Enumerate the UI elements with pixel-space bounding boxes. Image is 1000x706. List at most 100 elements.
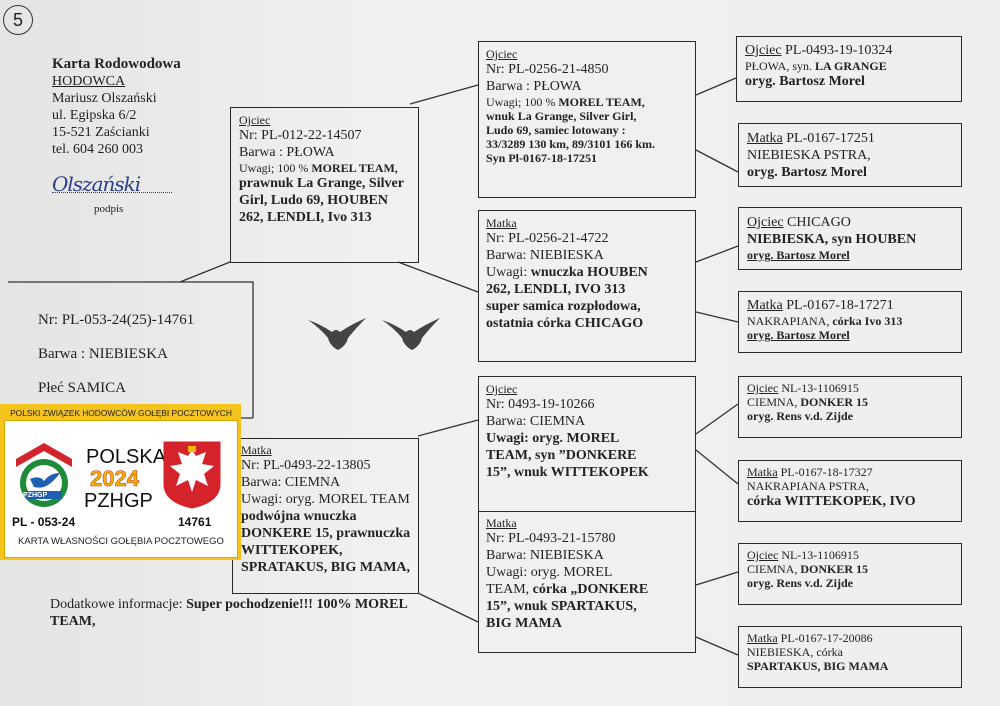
pgm-notes: Uwagi: wnuczka HOUBEN bbox=[486, 265, 648, 280]
sticker-year: 2024 bbox=[90, 466, 140, 492]
ggp-box-1: Ojciec PL-0493-19-10324 PŁOWA, syn. LA G… bbox=[736, 36, 962, 102]
ggp-3-line2: oryg. Bartosz Morel bbox=[747, 248, 850, 262]
pgf-color: Barwa : PŁOWA bbox=[486, 79, 582, 94]
breeder-city: 15-521 Zaścianki bbox=[52, 125, 150, 140]
father-ring: Nr: PL-012-22-14507 bbox=[239, 128, 362, 143]
father-color: Barwa : PŁOWA bbox=[239, 145, 335, 160]
bird-sex: Płeć SAMICA bbox=[38, 380, 126, 396]
mgm-note-line: BIG MAMA bbox=[486, 616, 562, 631]
mother-note-line: WITTEKOPEK, bbox=[241, 543, 343, 558]
ggp-6-ring: Matka PL-0167-18-17327 bbox=[747, 465, 873, 479]
signature-caption: podpis bbox=[94, 203, 124, 215]
mgf-note-line: TEAM, syn ”DONKERE bbox=[486, 448, 637, 463]
ggp-1-line2: oryg. Bartosz Morel bbox=[745, 74, 865, 89]
mgm-notes: Uwagi: oryg. MOREL bbox=[486, 565, 613, 580]
ggp-box-7: Ojciec NL-13-1106915 CIEMNA, DONKER 15 o… bbox=[738, 543, 962, 605]
pgf-note-line: 33/3289 130 km, 89/3101 166 km. bbox=[486, 137, 656, 151]
sticker-ring-left: PL - 053-24 bbox=[12, 515, 76, 529]
pgm-note-line: 262, LENDLI, IVO 313 bbox=[486, 282, 626, 297]
ggp-8-line1: NIEBIESKA, córka bbox=[747, 645, 843, 659]
extra-info-text: Super pochodzenie!!! 100% MOREL bbox=[186, 597, 408, 612]
mgf-color: Barwa: CIEMNA bbox=[486, 414, 586, 429]
ggp-box-6: Matka PL-0167-18-17327 NAKRAPIANA PSTRA,… bbox=[738, 460, 962, 522]
pgf-header: Ojciec bbox=[486, 47, 518, 61]
mgf-note-line: 15”, wnuk WITTEKOPEK bbox=[486, 465, 649, 480]
signature-text: Olszański bbox=[52, 172, 141, 196]
ggp-box-3: Ojciec CHICAGO NIEBIESKA, syn HOUBEN ory… bbox=[738, 207, 962, 270]
mother-ring: Nr: PL-0493-22-13805 bbox=[241, 458, 371, 473]
mgf-note-line: Uwagi: oryg. MOREL bbox=[486, 431, 620, 446]
pgf-ring: Nr: PL-0256-21-4850 bbox=[486, 62, 609, 77]
pgf-notes: Uwagi; 100 % MOREL TEAM, bbox=[486, 95, 645, 109]
ggp-4-ring: Matka PL-0167-18-17271 bbox=[747, 298, 894, 313]
page-number: 5 bbox=[12, 10, 23, 30]
ownership-sticker: POLSKI ZWIĄZEK HODOWCÓW GOŁĘBI POCZTOWYC… bbox=[0, 404, 241, 560]
signature: Olszański bbox=[52, 172, 182, 196]
pgf-note-line: Syn Pl-0167-18-17251 bbox=[486, 151, 597, 165]
father-header: Ojciec bbox=[239, 113, 271, 127]
mgm-team-line: TEAM, córka „DONKERE bbox=[486, 582, 649, 597]
extra-info-text-2: TEAM, bbox=[50, 614, 96, 629]
father-note-line: 262, LENDLI, Ivo 313 bbox=[239, 210, 372, 225]
mother-note-line: DONKERE 15, prawnuczka bbox=[241, 526, 411, 541]
ggp-5-ring: Ojciec NL-13-1106915 bbox=[747, 381, 859, 395]
mgm-header: Matka bbox=[486, 516, 517, 530]
ggp-box-8: Matka PL-0167-17-20086 NIEBIESKA, córka … bbox=[738, 626, 962, 688]
pgf-note-line: Ludo 69, samiec lotowany : bbox=[486, 123, 626, 137]
breeder-block: Karta Rodowodowa HODOWCA Mariusz Olszańs… bbox=[52, 56, 181, 158]
breeder-label: HODOWCA bbox=[52, 74, 126, 89]
maternal-grandfather-box: Ojciec Nr: 0493-19-10266 Barwa: CIEMNA U… bbox=[478, 376, 696, 512]
pgm-color: Barwa: NIEBIESKA bbox=[486, 248, 604, 263]
ggp-6-line2: córka WITTEKOPEK, IVO bbox=[747, 494, 916, 509]
mother-note-line: SPRATAKUS, BIG MAMA, bbox=[241, 560, 411, 575]
pzhgp-logo-text: PZHGP bbox=[23, 492, 48, 499]
mother-box: Matka Nr: PL-0493-22-13805 Barwa: CIEMNA… bbox=[232, 438, 419, 594]
polish-eagle-icon bbox=[163, 441, 221, 509]
bird-ring-number: Nr: PL-053-24(25)-14761 bbox=[38, 312, 195, 328]
card-title: Karta Rodowodowa bbox=[52, 56, 181, 72]
mgm-color: Barwa: NIEBIESKA bbox=[486, 548, 604, 563]
extra-info: Dodatkowe informacje: Super pochodzenie!… bbox=[50, 596, 480, 630]
ggp-4-line2: oryg. Bartosz Morel bbox=[747, 328, 850, 342]
extra-info-label: Dodatkowe informacje: bbox=[50, 597, 187, 612]
pigeon-silhouettes bbox=[308, 318, 440, 350]
breeder-phone: tel. 604 260 003 bbox=[52, 142, 143, 157]
ggp-2-line2: oryg. Bartosz Morel bbox=[747, 165, 867, 180]
maternal-grandmother-box: Matka Nr: PL-0493-21-15780 Barwa: NIEBIE… bbox=[478, 511, 696, 653]
ggp-box-5: Ojciec NL-13-1106915 CIEMNA, DONKER 15 o… bbox=[738, 376, 962, 438]
father-notes: Uwagi; 100 % MOREL TEAM, bbox=[239, 161, 398, 175]
ggp-8-line2: SPARTAKUS, BIG MAMA bbox=[747, 659, 889, 673]
pgm-header: Matka bbox=[486, 216, 517, 230]
paternal-grandfather-box: Ojciec Nr: PL-0256-21-4850 Barwa : PŁOWA… bbox=[478, 41, 696, 198]
bird-color: Barwa : NIEBIESKA bbox=[38, 346, 168, 362]
ggp-2-line1: NIEBIESKA PSTRA, bbox=[747, 148, 871, 163]
pgm-note-line: super samica rozpłodowa, bbox=[486, 299, 641, 314]
pgm-ring: Nr: PL-0256-21-4722 bbox=[486, 231, 609, 246]
bird-info: Nr: PL-053-24(25)-14761 Barwa : NIEBIESK… bbox=[38, 312, 194, 397]
mgm-ring: Nr: PL-0493-21-15780 bbox=[486, 531, 616, 546]
ggp-5-line1: CIEMNA, DONKER 15 bbox=[747, 395, 869, 409]
ggp-8-ring: Matka PL-0167-17-20086 bbox=[747, 631, 873, 645]
ggp-7-line1: CIEMNA, DONKER 15 bbox=[747, 562, 869, 576]
pzhgp-logo-icon bbox=[16, 443, 72, 507]
breeder-name: Mariusz Olszański bbox=[52, 91, 157, 106]
sticker-footer: KARTA WŁASNOŚCI GOŁĘBIA POCZTOWEGO bbox=[18, 536, 224, 547]
ggp-box-4: Matka PL-0167-18-17271 NAKRAPIANA, córka… bbox=[738, 291, 962, 353]
ggp-box-2: Matka PL-0167-17251 NIEBIESKA PSTRA, ory… bbox=[738, 123, 962, 187]
pgf-note-line: wnuk La Grange, Silver Girl, bbox=[486, 109, 637, 123]
ggp-6-line1: NAKRAPIANA PSTRA, bbox=[747, 479, 870, 493]
mgf-header: Ojciec bbox=[486, 382, 518, 396]
ggp-1-line1: PŁOWA, syn. LA GRANGE bbox=[745, 59, 887, 73]
paternal-grandmother-box: Matka Nr: PL-0256-21-4722 Barwa: NIEBIES… bbox=[478, 210, 696, 362]
sticker-org: PZHGP bbox=[84, 490, 153, 512]
sticker-ring-right: 14761 bbox=[178, 515, 212, 529]
ggp-2-ring: Matka PL-0167-17251 bbox=[747, 131, 875, 146]
ggp-4-line1: NAKRAPIANA, córka Ivo 313 bbox=[747, 314, 903, 328]
sticker-association: POLSKI ZWIĄZEK HODOWCÓW GOŁĘBI POCZTOWYC… bbox=[10, 408, 232, 418]
father-box: Ojciec Nr: PL-012-22-14507 Barwa : PŁOWA… bbox=[230, 107, 419, 263]
father-note-line: prawnuk La Grange, Silver bbox=[239, 176, 404, 191]
mgm-note-line: 15”, wnuk SPARTAKUS, bbox=[486, 599, 637, 614]
ggp-3-line1: NIEBIESKA, syn HOUBEN bbox=[747, 232, 917, 247]
ggp-3-ring: Ojciec CHICAGO bbox=[747, 215, 851, 230]
